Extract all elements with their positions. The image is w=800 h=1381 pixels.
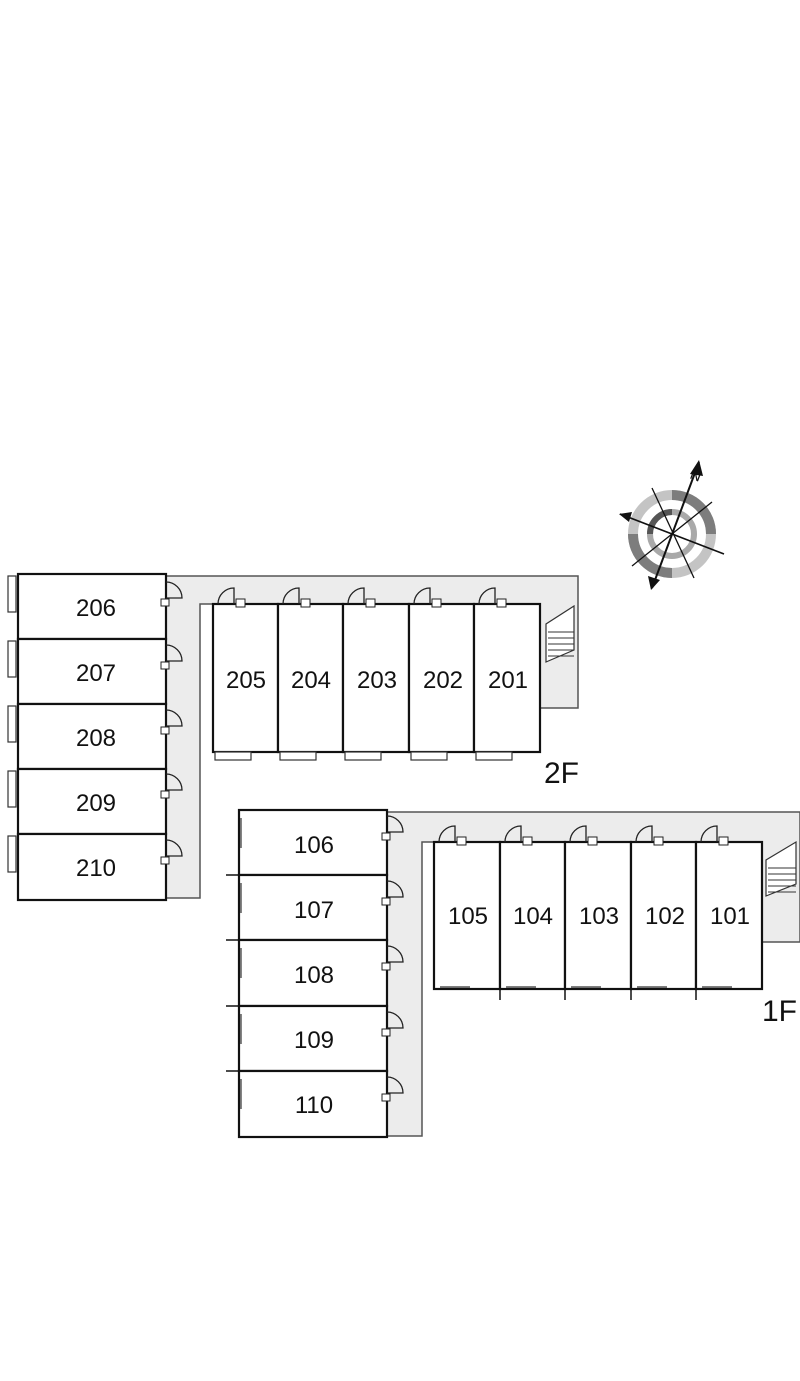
unit-102: 102 bbox=[629, 825, 698, 1000]
unit-109: 109 bbox=[226, 1004, 404, 1073]
unit-number: 108 bbox=[294, 962, 334, 989]
unit-number: 203 bbox=[357, 667, 397, 694]
unit-210: 210 bbox=[7, 832, 183, 902]
unit-number: 106 bbox=[294, 832, 334, 859]
compass-north-label: N bbox=[688, 466, 704, 486]
unit-205: 205 bbox=[211, 587, 280, 761]
floor-label-1f: 1F bbox=[762, 995, 797, 1028]
unit-number: 208 bbox=[76, 725, 116, 752]
unit-106: 106 bbox=[226, 808, 404, 877]
unit-209: 209 bbox=[7, 767, 183, 836]
unit-number: 204 bbox=[291, 667, 331, 694]
unit-number: 107 bbox=[294, 897, 334, 924]
floor-label-2f: 2F bbox=[544, 757, 579, 790]
unit-108: 108 bbox=[226, 938, 404, 1008]
unit-105: 105 bbox=[432, 825, 502, 1000]
stairs-2f bbox=[545, 604, 575, 663]
unit-number: 109 bbox=[294, 1027, 334, 1054]
unit-number: 209 bbox=[76, 790, 116, 817]
floor-1f: 106 107 108 109 bbox=[226, 808, 800, 1139]
unit-number: 104 bbox=[513, 903, 553, 930]
unit-202: 202 bbox=[407, 587, 476, 761]
unit-number: 202 bbox=[423, 667, 463, 694]
unit-number: 207 bbox=[76, 660, 116, 687]
unit-204: 204 bbox=[276, 587, 345, 761]
unit-208: 208 bbox=[7, 702, 183, 771]
unit-number: 201 bbox=[488, 667, 528, 694]
unit-104: 104 bbox=[498, 825, 567, 1000]
unit-number: 101 bbox=[710, 903, 750, 930]
unit-number: 102 bbox=[645, 903, 685, 930]
unit-number: 105 bbox=[448, 903, 488, 930]
unit-107: 107 bbox=[226, 873, 404, 942]
unit-206: 206 bbox=[7, 572, 183, 641]
unit-110: 110 bbox=[237, 1069, 404, 1139]
unit-203: 203 bbox=[341, 587, 411, 761]
unit-101: 101 bbox=[694, 825, 764, 991]
compass-icon: N bbox=[619, 460, 725, 590]
unit-207: 207 bbox=[7, 637, 183, 706]
unit-number: 206 bbox=[76, 595, 116, 622]
unit-201: 201 bbox=[472, 587, 542, 761]
unit-number: 110 bbox=[295, 1092, 333, 1119]
unit-103: 103 bbox=[563, 825, 633, 1000]
floor-2f: 206 207 208 209 210 bbox=[7, 572, 579, 902]
unit-number: 103 bbox=[579, 903, 619, 930]
unit-number: 210 bbox=[76, 855, 116, 882]
unit-number: 205 bbox=[226, 667, 266, 694]
stairs-1f bbox=[765, 840, 797, 897]
